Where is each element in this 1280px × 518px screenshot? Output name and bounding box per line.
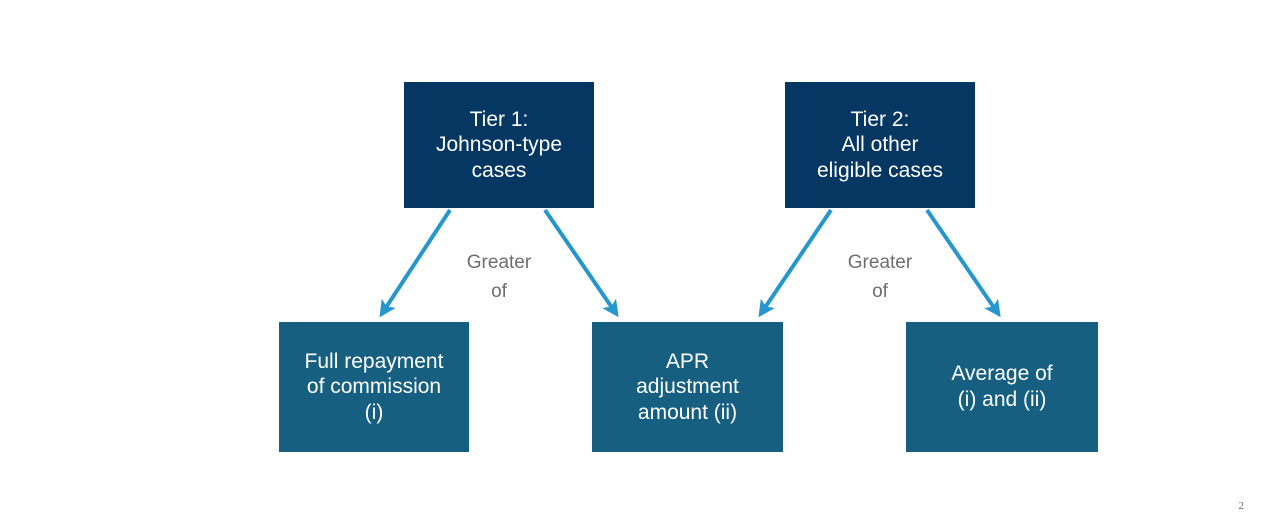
- tier-2-box[interactable]: Tier 2: All other eligible cases: [785, 82, 975, 208]
- outcome-apr-adjustment-label: APR adjustment amount (ii): [636, 349, 739, 424]
- connector-label-tier-1: Greater of: [466, 252, 532, 303]
- outcome-apr-adjustment-box[interactable]: APR adjustment amount (ii): [592, 322, 783, 452]
- tier-1-label: Tier 1: Johnson-type cases: [435, 107, 563, 182]
- tier-1-box[interactable]: Tier 1: Johnson-type cases: [404, 82, 594, 208]
- page-number: 2: [1238, 500, 1245, 512]
- outcome-average-box[interactable]: Average of (i) and (ii): [906, 322, 1098, 452]
- outcome-full-repayment-box[interactable]: Full repayment of commission (i): [279, 322, 469, 452]
- outcome-full-repayment-label: Full repayment of commission (i): [304, 349, 444, 424]
- connector-label-tier-2: Greater of: [847, 252, 913, 303]
- outcome-average-label: Average of (i) and (ii): [951, 362, 1053, 411]
- tier-2-label: Tier 2: All other eligible cases: [816, 107, 944, 182]
